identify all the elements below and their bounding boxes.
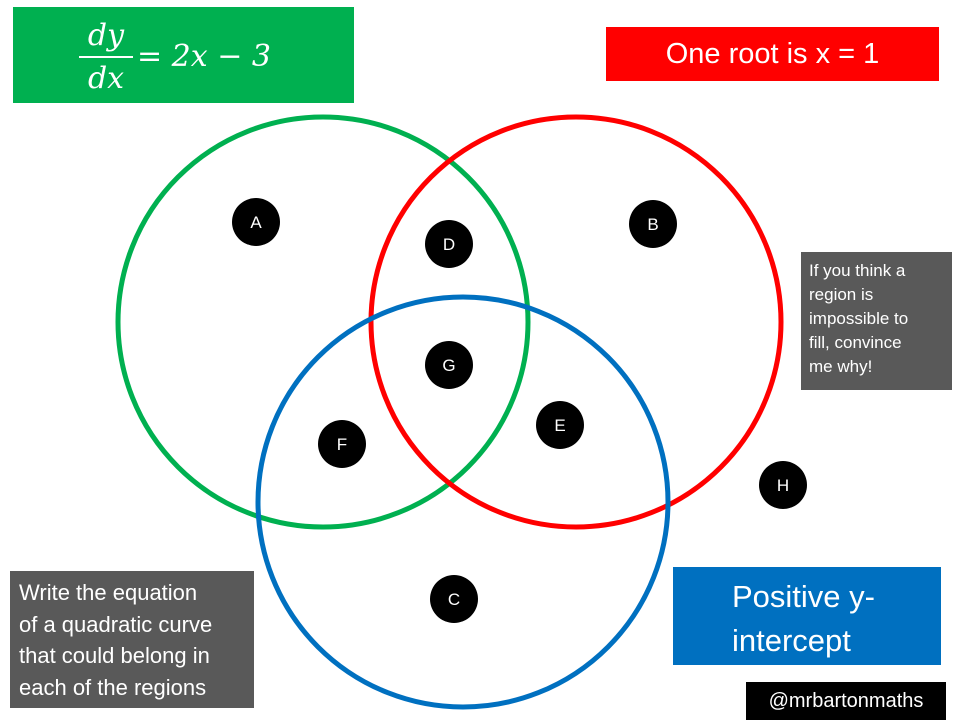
- hint-line: If you think a: [809, 261, 906, 280]
- intercept-line-1: Positive y-: [732, 579, 875, 614]
- derivative-condition-label: dy dx = 2x − 3: [13, 7, 354, 103]
- region-label-b: B: [647, 215, 658, 234]
- root-condition-label: One root is x = 1: [606, 27, 939, 81]
- region-marker-d: D: [425, 220, 473, 268]
- task-line: that could belong in: [19, 643, 210, 668]
- derivative-fraction: dy dx: [79, 19, 133, 96]
- task-line: each of the regions: [19, 674, 207, 700]
- intercept-line-2: intercept: [732, 623, 851, 658]
- region-label-c: C: [448, 590, 460, 609]
- region-label-f: F: [337, 435, 347, 454]
- derivative-denominator: dx: [87, 61, 125, 96]
- region-marker-a: A: [232, 198, 280, 246]
- region-marker-h: H: [759, 461, 807, 509]
- fraction-bar: [79, 56, 133, 58]
- task-instructions: Write the equation of a quadratic curve …: [10, 571, 254, 708]
- task-line: of a quadratic curve: [19, 611, 213, 637]
- region-label-a: A: [250, 213, 262, 232]
- red-circle: [368, 114, 784, 530]
- derivative-rhs: = 2x − 3: [137, 39, 271, 74]
- blue-circle: [255, 294, 671, 710]
- region-marker-b: B: [629, 200, 677, 248]
- region-label-g: G: [442, 356, 455, 375]
- region-marker-f: F: [318, 420, 366, 468]
- region-marker-g: G: [425, 341, 473, 389]
- hint-line: impossible to: [809, 309, 909, 328]
- region-label-d: D: [443, 235, 455, 254]
- green-circle: [115, 114, 531, 530]
- author-handle: @mrbartonmaths: [746, 682, 946, 720]
- region-label-h: H: [777, 476, 789, 495]
- region-label-e: E: [554, 416, 565, 435]
- hint-line: fill, convince: [809, 333, 902, 352]
- hint-note: If you think a region is impossible to f…: [801, 252, 952, 390]
- hint-line: me why!: [809, 357, 873, 376]
- hint-line: region is: [809, 285, 874, 304]
- region-marker-c: C: [430, 575, 478, 623]
- derivative-numerator: dy: [87, 18, 125, 53]
- region-marker-e: E: [536, 401, 584, 449]
- task-line: Write the equation: [19, 580, 198, 605]
- intercept-condition-label: Positive y- intercept: [673, 567, 941, 665]
